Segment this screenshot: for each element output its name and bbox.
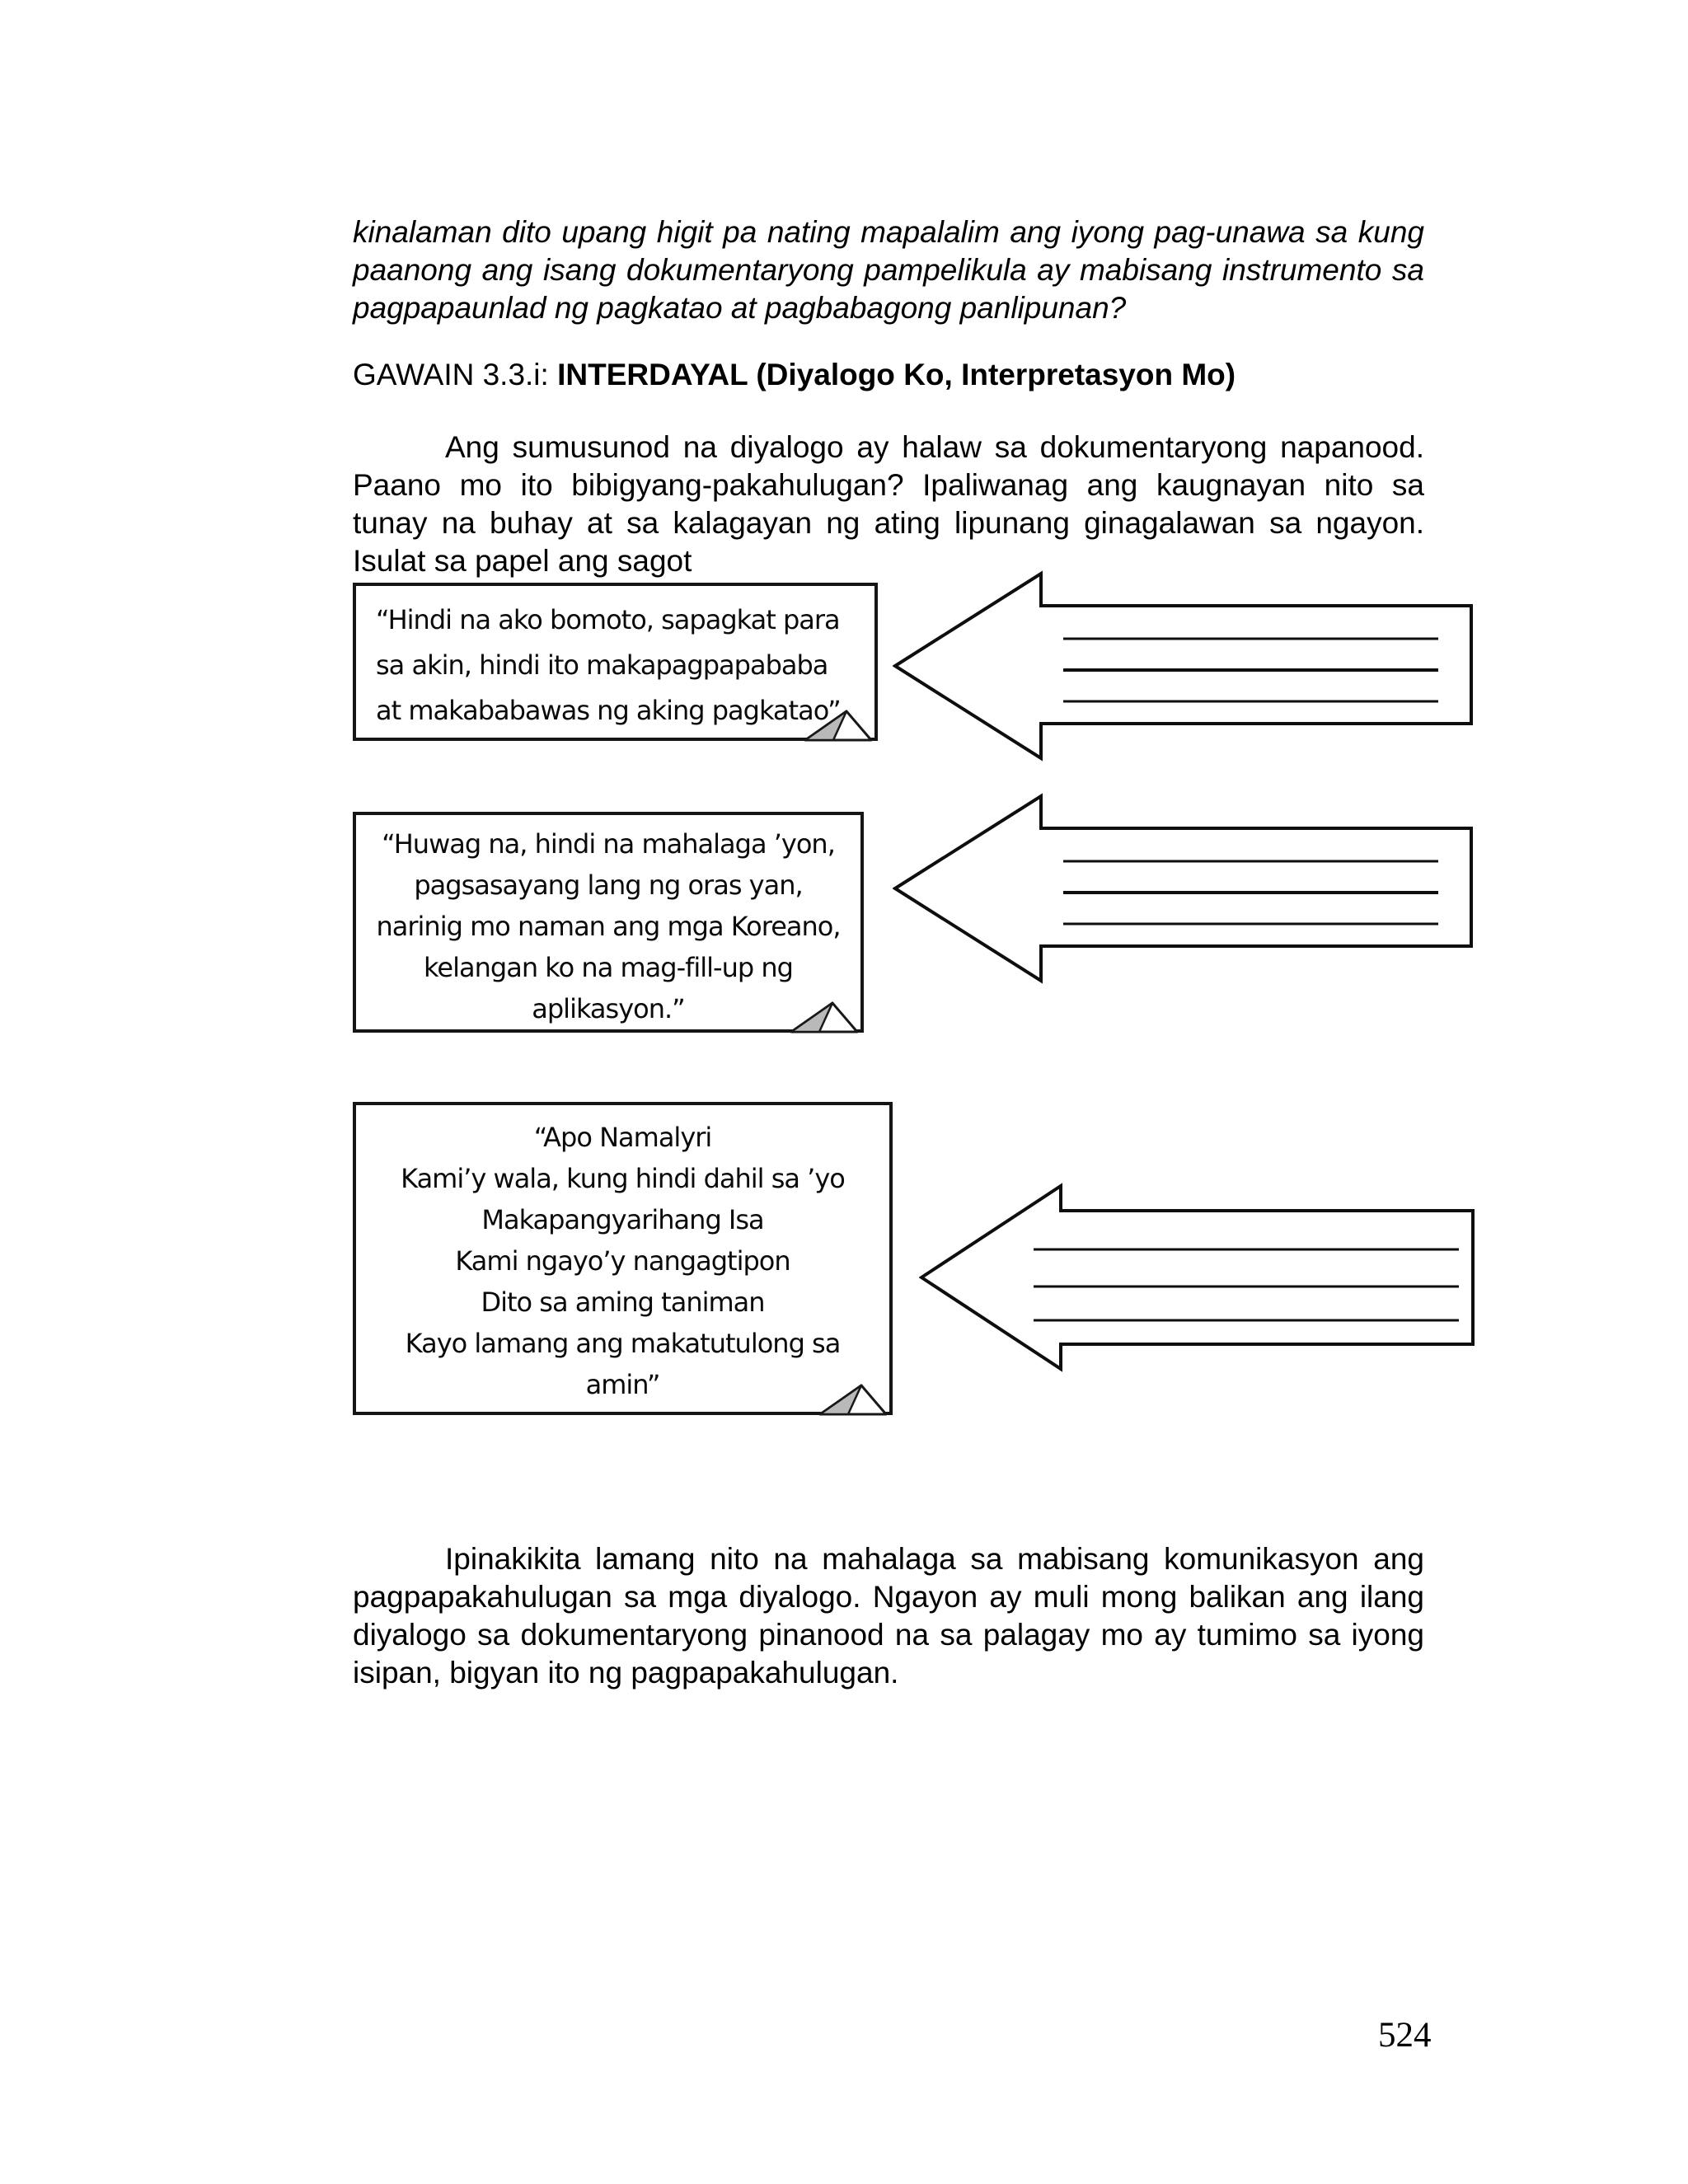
dialog-line: Kayo lamang ang makatutulong sa xyxy=(405,1328,842,1359)
arrow-shape xyxy=(919,1183,1475,1372)
dialog-line: Kami’y wala, kung hindi dahil sa ’yo xyxy=(401,1163,846,1194)
activity-heading-title: INTERDAYAL (Diyalogo Ko, Interpretasyon … xyxy=(557,358,1236,391)
answer-arrow-1 xyxy=(893,570,1473,762)
dialog-line: amin” xyxy=(585,1369,661,1400)
closing-paragraph: Ipinakikita lamang nito na mahalaga sa m… xyxy=(353,1542,1424,1690)
answer-arrow-2 xyxy=(893,793,1473,984)
dialog-line: aplikasyon.” xyxy=(532,993,686,1024)
dialog-line: pagsasayang lang ng oras yan, xyxy=(414,869,803,901)
folded-corner-icon xyxy=(818,1384,888,1416)
instructions-paragraph: Ang sumusunod na diyalogo ay halaw sa do… xyxy=(353,430,1424,578)
dialog-line: at makababawas ng aking pagkatao” xyxy=(376,695,842,726)
dialog-box-3: “Apo Namalyri Kami’y wala, kung hindi da… xyxy=(353,1102,893,1415)
dialog-line: sa akin, hindi ito makapagpapababa xyxy=(376,649,828,681)
arrow-shape xyxy=(893,570,1473,762)
dialog-line: “Hindi na ako bomoto, sapagkat para xyxy=(376,604,841,635)
dialog-line: “Huwag na, hindi na mahalaga ’yon, xyxy=(382,828,836,860)
dialog-line: Dito sa aming taniman xyxy=(481,1286,765,1318)
activity-heading-prefix: GAWAIN 3.3.i: xyxy=(353,358,558,391)
dialog-line: narinig mo naman ang mga Koreano, xyxy=(376,911,841,942)
intro-paragraph: kinalaman dito upang higit pa nating map… xyxy=(353,215,1424,325)
dialog-line: kelangan ko na mag-fill-up ng xyxy=(424,952,794,983)
folded-corner-icon xyxy=(790,1001,859,1033)
answer-arrow-3 xyxy=(919,1183,1475,1372)
dialog-line: Makapangyarihang Isa xyxy=(481,1204,764,1235)
dialog-box-2: “Huwag na, hindi na mahalaga ’yon, pagsa… xyxy=(353,812,864,1033)
dialog-line: Kami ngayo’y nangagtipon xyxy=(455,1245,790,1277)
activity-heading: GAWAIN 3.3.i: INTERDAYAL (Diyalogo Ko, I… xyxy=(353,356,1236,394)
page-number: 524 xyxy=(1378,2016,1432,2055)
arrow-shape xyxy=(893,793,1473,984)
dialog-box-1: “Hindi na ako bomoto, sapagkat para sa a… xyxy=(353,583,878,741)
dialog-line: “Apo Namalyri xyxy=(533,1122,713,1153)
folded-corner-icon xyxy=(804,710,873,742)
